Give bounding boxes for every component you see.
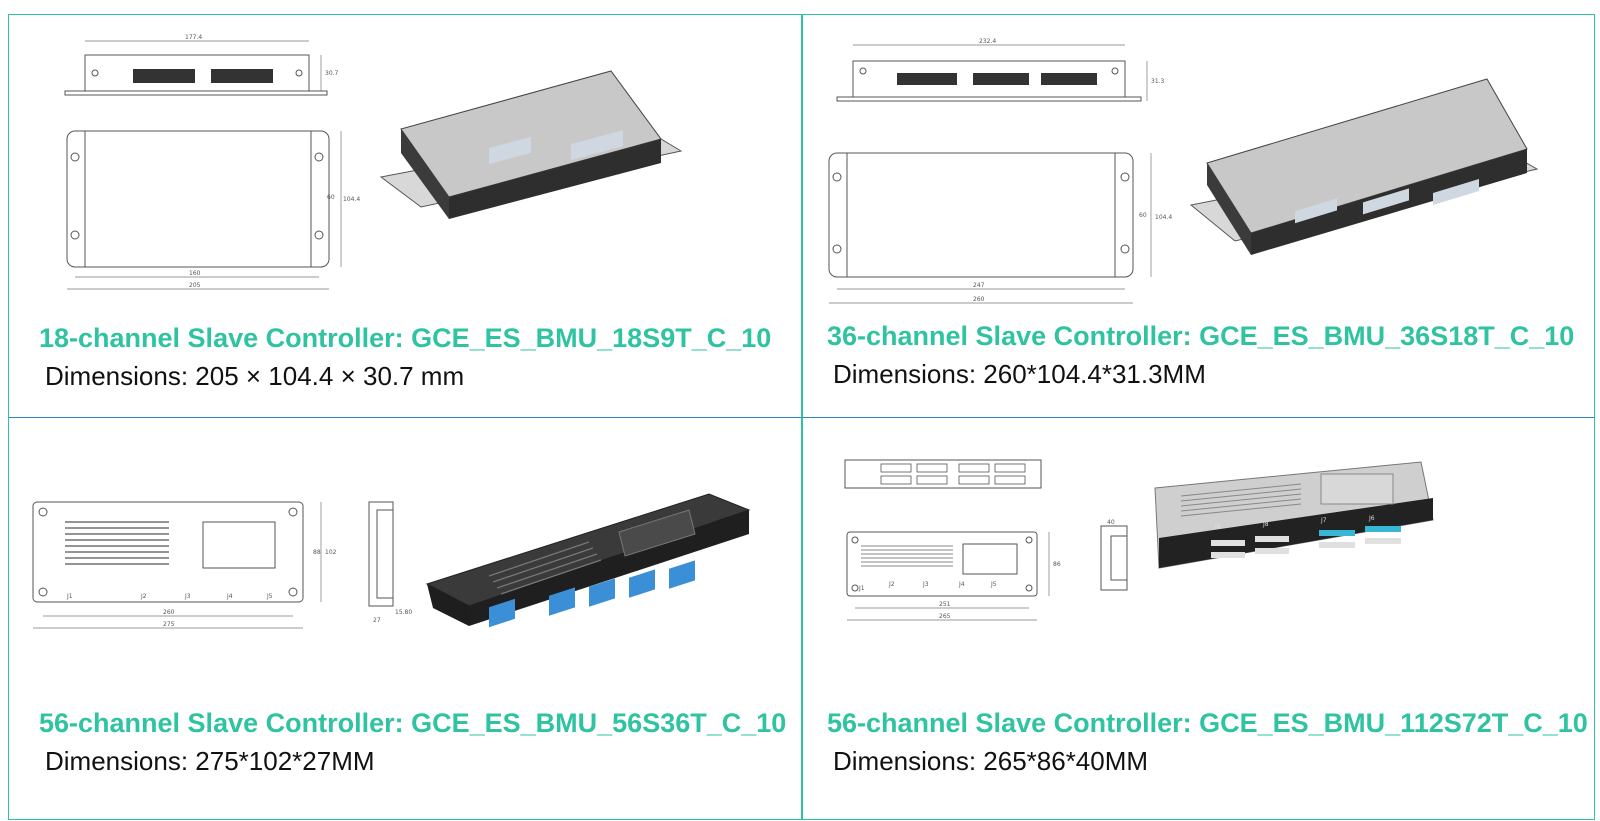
- svg-text:27: 27: [373, 617, 381, 624]
- svg-text:260: 260: [163, 609, 175, 616]
- svg-text:J4: J4: [226, 593, 233, 600]
- product-card-36ch: 232.4 31.3 104.4 60 247 260: [802, 14, 1595, 418]
- svg-text:160: 160: [189, 270, 201, 277]
- tech-drawing-plan-view: 104.4 60 247 260: [828, 152, 1172, 304]
- tech-drawing-top-view: [844, 459, 1042, 489]
- svg-text:J1: J1: [66, 593, 73, 600]
- svg-text:J2: J2: [888, 581, 895, 588]
- svg-text:60: 60: [327, 194, 335, 201]
- product-render-112ch: J9 J8 J7 J6: [1154, 461, 1434, 569]
- product-title: 36-channel Slave Controller: GCE_ES_BMU_…: [827, 321, 1575, 351]
- product-dimensions: Dimensions: 205 × 104.4 × 30.7 mm: [45, 361, 465, 391]
- svg-text:J1: J1: [858, 585, 865, 592]
- svg-text:J9: J9: [1214, 523, 1221, 530]
- tech-drawing-plan-view: 104.4 60 160 205: [66, 130, 360, 290]
- svg-text:J3: J3: [184, 593, 191, 600]
- product-card-56ch: J1 J2 J3 J4 J5 260 275 88 102 27 15.80: [8, 417, 802, 820]
- svg-text:88: 88: [313, 549, 321, 556]
- svg-text:275: 275: [163, 621, 175, 628]
- svg-text:251: 251: [939, 601, 951, 608]
- product-dimensions: Dimensions: 265*86*40MM: [833, 746, 1149, 776]
- product-card-18ch: 177.4 30.7 104.4 60 160 205: [8, 14, 802, 418]
- product-render-56ch: [425, 493, 751, 628]
- svg-text:86: 86: [1053, 561, 1061, 568]
- svg-text:J5: J5: [990, 581, 997, 588]
- product-render-18ch: [379, 70, 683, 219]
- svg-text:104.4: 104.4: [1155, 214, 1172, 221]
- svg-text:60: 60: [1139, 212, 1147, 219]
- svg-text:J6: J6: [1368, 515, 1375, 522]
- tech-drawing-top-view: 232.4 31.3: [836, 38, 1165, 102]
- svg-text:J2: J2: [140, 593, 147, 600]
- svg-text:265: 265: [939, 613, 951, 620]
- svg-text:31.3: 31.3: [1151, 78, 1165, 85]
- tech-drawing-plan-view: J1 J2 J3 J4 J5 260 275 88 102: [32, 501, 337, 629]
- tech-drawing-side-view: 27 15.80: [368, 501, 412, 624]
- svg-text:15.80: 15.80: [395, 609, 412, 616]
- product-card-112ch: J1 J2 J3 J4 J5 251 265 86 40: [802, 417, 1595, 820]
- svg-text:40: 40: [1107, 519, 1115, 526]
- svg-text:232.4: 232.4: [979, 38, 996, 45]
- svg-text:J4: J4: [958, 581, 965, 588]
- svg-text:205: 205: [189, 282, 201, 289]
- svg-text:J3: J3: [922, 581, 929, 588]
- svg-text:30.7: 30.7: [325, 70, 339, 77]
- svg-text:J8: J8: [1262, 521, 1269, 528]
- product-title: 56-channel Slave Controller: GCE_ES_BMU_…: [39, 708, 787, 738]
- svg-text:J5: J5: [266, 593, 273, 600]
- tech-drawing-plan-view: J1 J2 J3 J4 J5 251 265 86: [846, 531, 1061, 621]
- svg-text:260: 260: [973, 296, 985, 303]
- svg-text:247: 247: [973, 282, 985, 289]
- product-title: 18-channel Slave Controller: GCE_ES_BMU_…: [39, 323, 772, 353]
- product-dimensions: Dimensions: 260*104.4*31.3MM: [833, 359, 1206, 389]
- svg-text:177.4: 177.4: [185, 34, 202, 41]
- product-dimensions: Dimensions: 275*102*27MM: [45, 746, 375, 776]
- product-render-36ch: [1189, 78, 1539, 255]
- svg-text:104.4: 104.4: [343, 196, 360, 203]
- svg-text:102: 102: [325, 549, 337, 556]
- product-title: 56-channel Slave Controller: GCE_ES_BMU_…: [827, 708, 1588, 738]
- product-grid: 177.4 30.7 104.4 60 160 205: [8, 14, 1595, 820]
- tech-drawing-top-view: 177.4 30.7: [64, 34, 339, 96]
- svg-text:J7: J7: [1320, 517, 1327, 524]
- tech-drawing-side-view: 40: [1100, 519, 1128, 591]
